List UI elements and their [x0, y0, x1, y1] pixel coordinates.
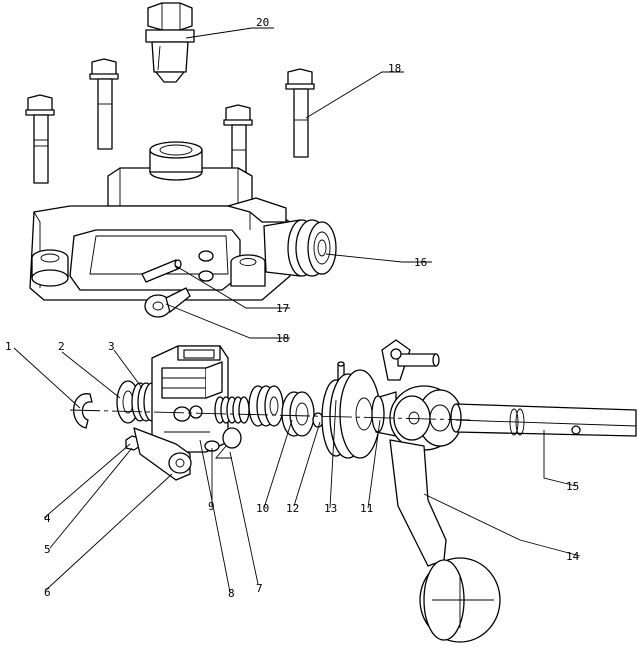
- callout-18-lower: 18: [276, 332, 289, 345]
- callout-1: 1: [5, 340, 12, 353]
- callout-8: 8: [228, 587, 235, 600]
- callout-17: 17: [276, 302, 289, 315]
- callout-14: 14: [566, 550, 580, 563]
- leader-lines: [13, 27, 581, 593]
- bolt-second: [89, 58, 119, 150]
- part-6-lever: [133, 427, 192, 481]
- valve-block: [151, 345, 229, 453]
- callout-6: 6: [44, 586, 51, 599]
- callout-20: 20: [256, 16, 269, 29]
- callout-5: 5: [44, 543, 51, 556]
- callout-19-top: 18: [388, 62, 401, 75]
- spring-rings: [248, 385, 284, 427]
- callout-labels: 20 18 16 17 18 1 2 3 4 5 6 7 8 9 10 12 1…: [5, 16, 580, 600]
- part-14-pedal-arm: [381, 339, 501, 643]
- callout-16: 16: [414, 256, 427, 269]
- callout-9: 9: [208, 500, 215, 513]
- callout-3: 3: [108, 340, 115, 353]
- part-1-circlip: [73, 393, 93, 429]
- bolt-left-tall: [25, 94, 55, 184]
- part-7-clip: [215, 427, 242, 459]
- part-11-drum: [321, 369, 381, 459]
- callout-7: 7: [256, 582, 263, 595]
- part-10-bearing: [281, 391, 315, 437]
- part-18-bolt: [285, 68, 315, 158]
- part-9-spring: [214, 396, 250, 424]
- housing-body: [29, 141, 291, 301]
- callout-10: 10: [256, 502, 269, 515]
- callout-13: 13: [324, 502, 337, 515]
- callout-15: 15: [566, 480, 579, 493]
- part-16-port: [263, 219, 337, 277]
- callout-4: 4: [44, 512, 51, 525]
- callout-2: 2: [58, 340, 65, 353]
- callout-11: 11: [360, 502, 373, 515]
- part-20-plug: [145, 2, 195, 83]
- part-15-shaft: [450, 403, 637, 437]
- callout-12: 12: [286, 502, 299, 515]
